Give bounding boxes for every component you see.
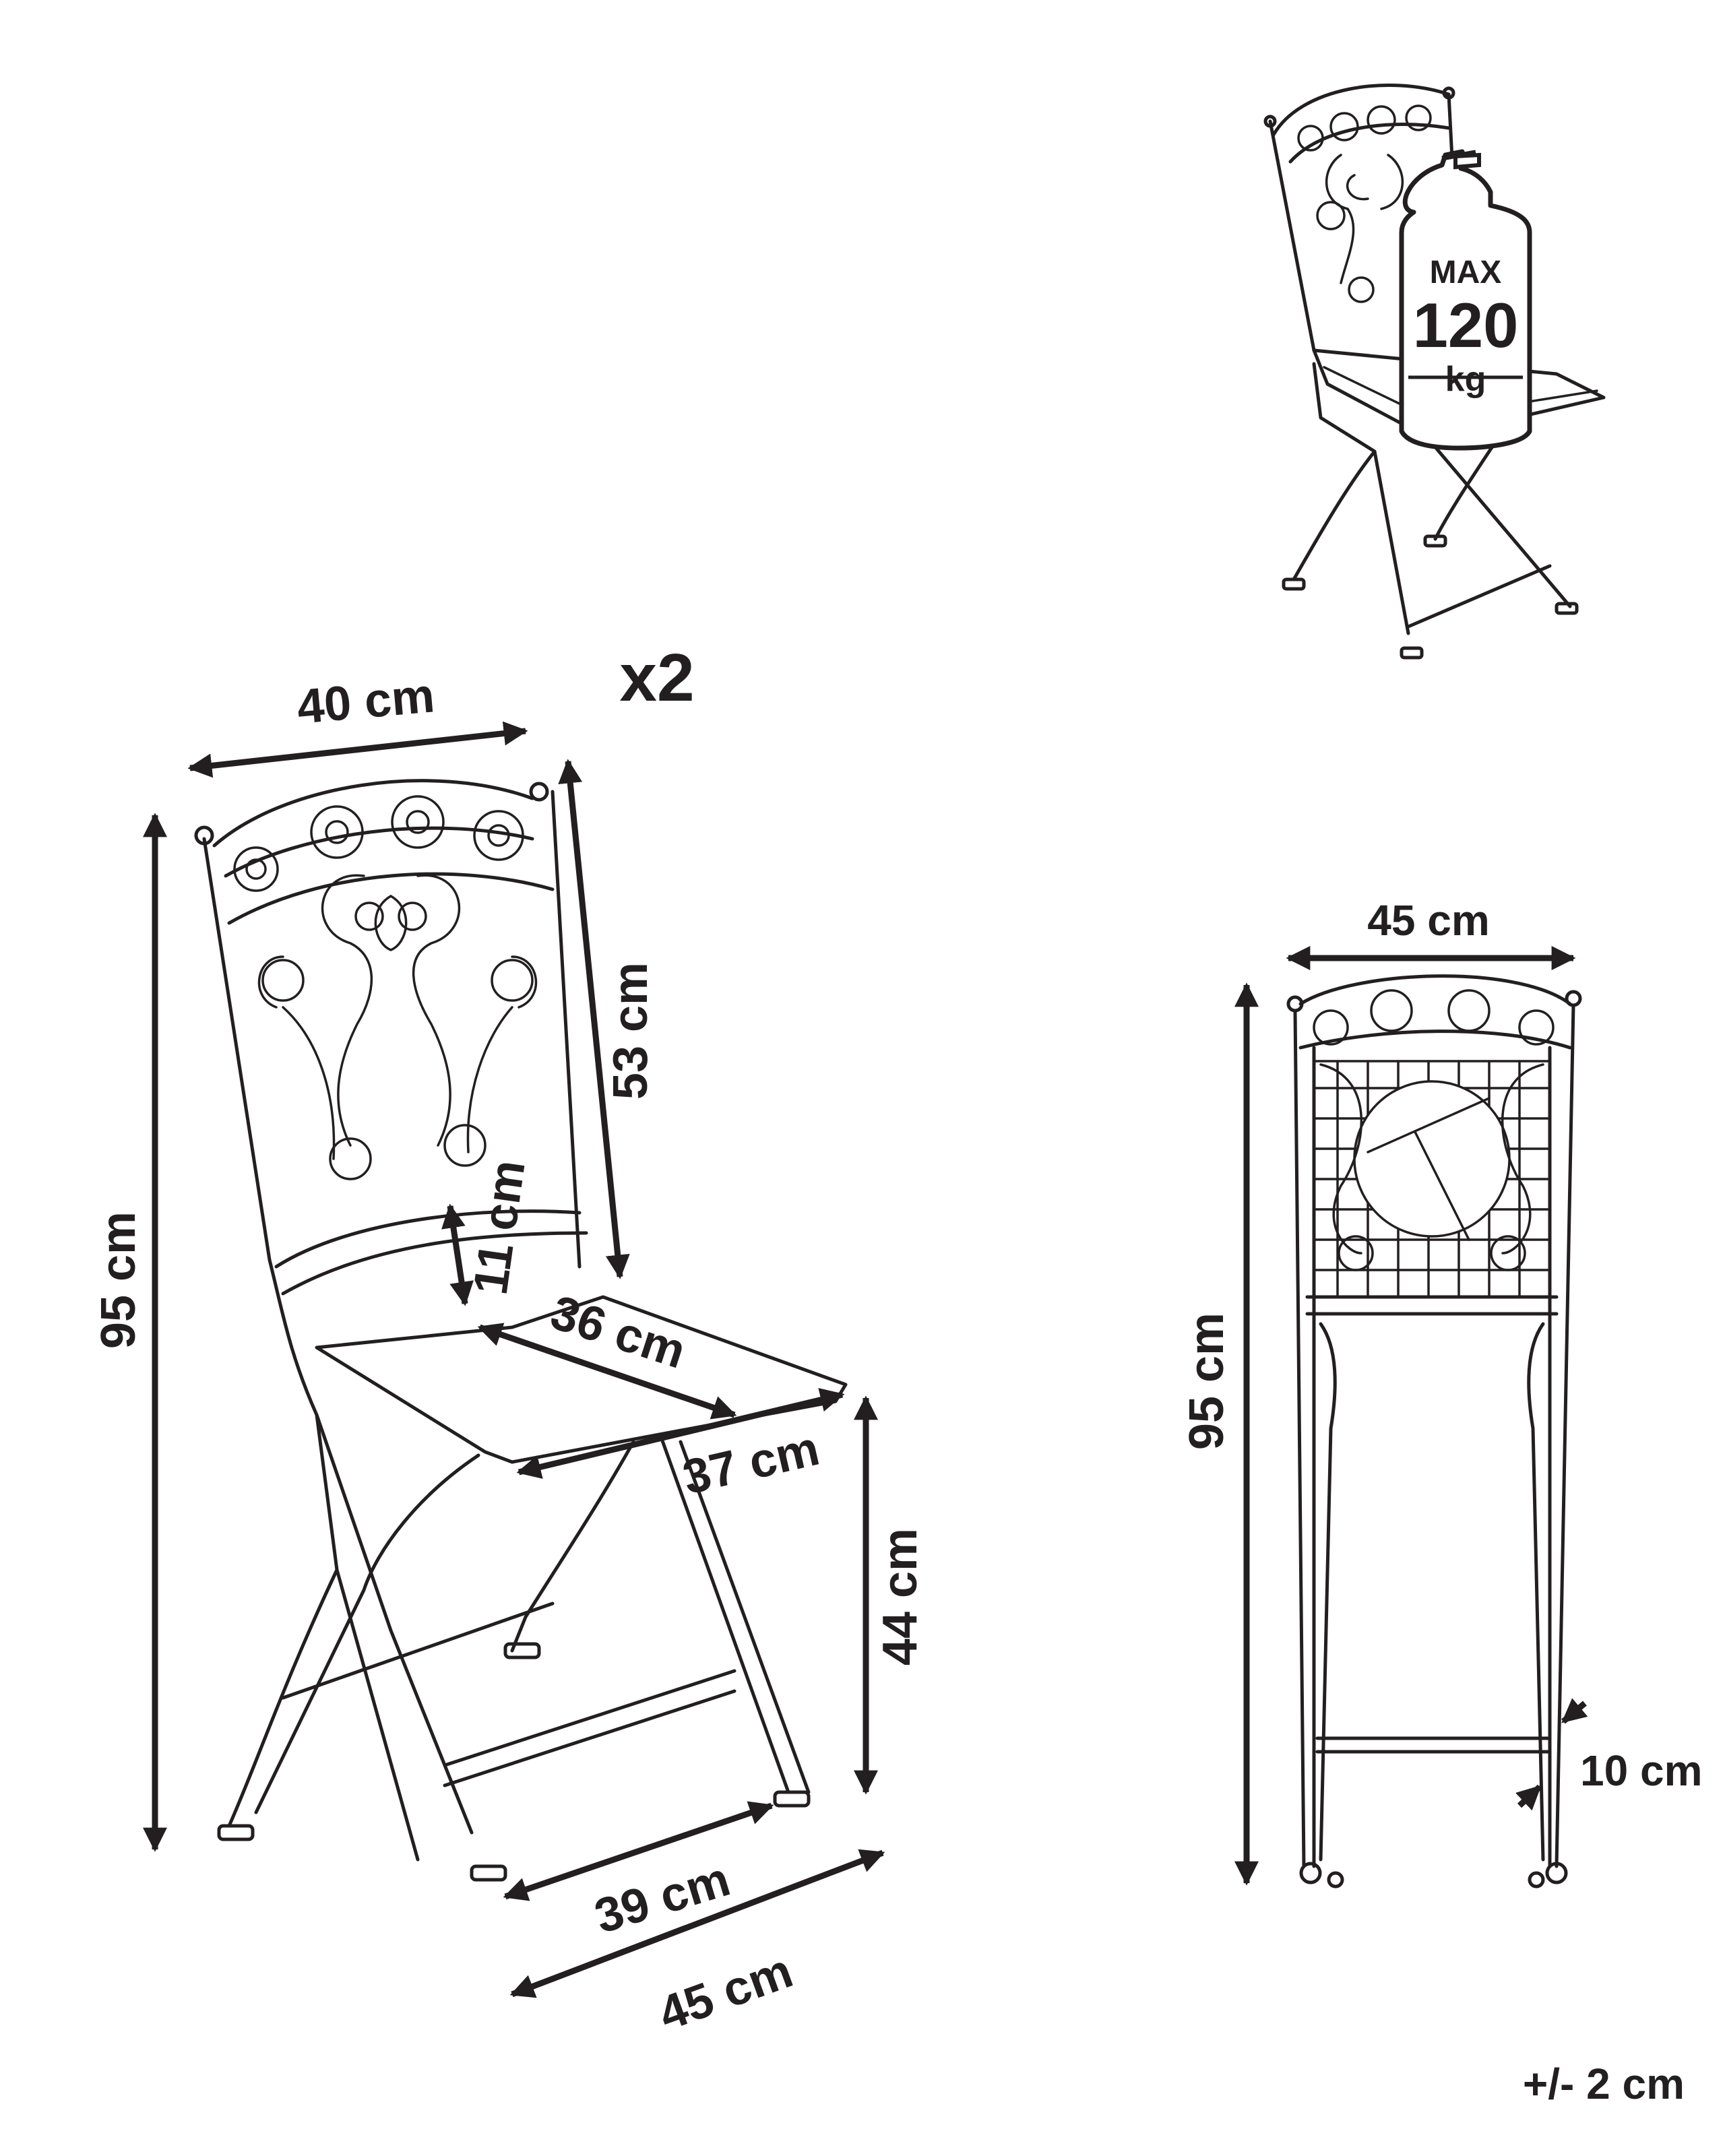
main-dimension-lines	[143, 721, 885, 1998]
folded-chair-drawing	[1286, 974, 1582, 1889]
weight-max-label: MAX	[1430, 255, 1502, 290]
folded-thickness-arrow-upper	[1561, 1698, 1588, 1724]
weight-jar-icon: MAX 120 kg	[1399, 149, 1532, 451]
folded-seat-lattice	[1313, 1060, 1551, 1298]
backrest-height-label: 53 cm	[604, 962, 658, 1100]
armrest-height-label: 11 cm	[464, 1157, 536, 1298]
back-heart-scrolls	[257, 874, 538, 1180]
folded-height-label: 95 cm	[1180, 1312, 1234, 1450]
backrest-height-arrow	[558, 759, 630, 1279]
weight-value: 120	[1413, 290, 1519, 360]
weight-capacity-illustration: MAX 120 kg	[1263, 84, 1606, 660]
crest-scrolls	[233, 795, 524, 892]
weight-unit: kg	[1445, 360, 1486, 399]
folded-crest-scrolls	[1313, 989, 1555, 1046]
inner-leg-width-label: 39 cm	[589, 1852, 736, 1944]
folded-thickness-label: 10 cm	[1580, 1746, 1702, 1795]
small-crest-scrolls	[1297, 104, 1432, 152]
back-width-arrow	[187, 721, 528, 778]
folded-dimension-labels: 45 cm 95 cm 10 cm	[1180, 896, 1702, 1795]
seat-height-label: 44 cm	[873, 1528, 927, 1666]
total-height-label: 95 cm	[92, 1211, 146, 1349]
main-chair-drawing	[194, 779, 848, 1882]
back-width-label: 40 cm	[295, 668, 437, 734]
tolerance-label: +/- 2 cm	[1523, 2060, 1685, 2108]
quantity-label: x2	[619, 640, 694, 716]
small-back-scrolls	[1316, 154, 1404, 303]
outer-leg-width-arrow	[509, 1849, 885, 1998]
seat-width-label: 37 cm	[678, 1422, 824, 1505]
folded-dimension-lines	[1234, 946, 1588, 1886]
folded-thickness-arrow-lower	[1515, 1784, 1542, 1811]
armrest-height-arrow	[441, 1203, 474, 1306]
folded-width-label: 45 cm	[1367, 896, 1489, 945]
outer-leg-width-label: 45 cm	[652, 1944, 799, 2041]
seat-width-arrow	[516, 1388, 845, 1479]
